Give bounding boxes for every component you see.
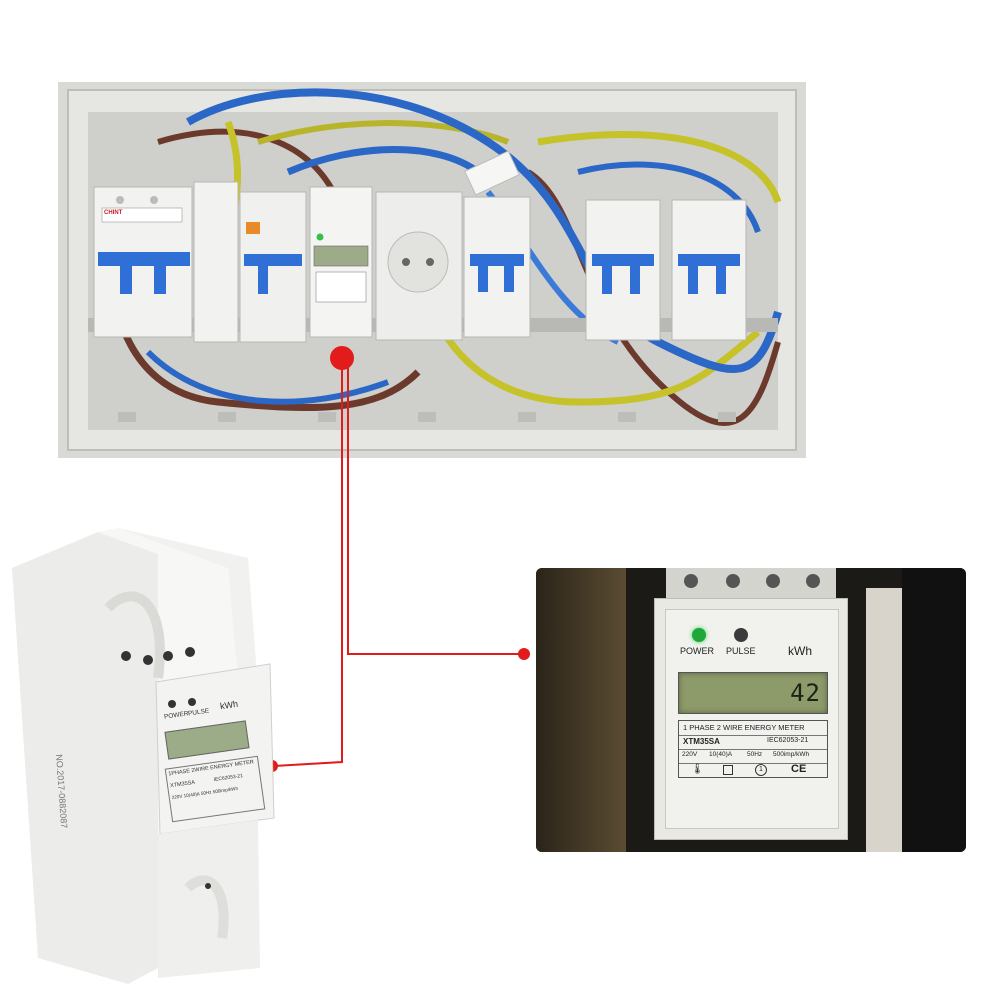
lcd-reading: 42 xyxy=(790,679,821,707)
power-led-icon xyxy=(692,628,706,642)
double-insulation-icon xyxy=(723,765,733,775)
distribution-box-photo xyxy=(58,82,806,458)
power-label: POWER xyxy=(680,646,715,656)
background-right-dark xyxy=(902,568,966,852)
class-mark: 1 xyxy=(755,764,767,776)
nameplate-standard: IEC62053-21 xyxy=(213,773,244,784)
callout-end-dot-closeup xyxy=(518,648,530,660)
terminal-strip xyxy=(666,568,836,598)
pulse-label: PULSE xyxy=(726,646,756,656)
nameplate-row-symbols: 🌡 1 CE xyxy=(679,763,827,777)
nameplate: 1 PHASE 2 WIRE ENERGY METER XTM35SA IEC6… xyxy=(678,720,828,778)
power-led-icon xyxy=(168,700,176,708)
lcd-display: 42 xyxy=(678,672,828,714)
ce-mark: CE xyxy=(791,763,807,775)
background-right-panel xyxy=(866,588,902,852)
nameplate-model: XTM35SA xyxy=(169,779,196,790)
unit-label: kWh xyxy=(788,644,812,658)
nameplate-row-model: XTM35SA IEC62053-21 xyxy=(679,735,827,750)
pulse-led-icon xyxy=(188,698,196,706)
background-left xyxy=(536,568,626,852)
nameplate-row-title: 1 PHASE 2 WIRE ENERGY METER xyxy=(679,721,827,736)
breaker-brand-label: CHINT xyxy=(104,210,123,216)
meter-body: POWER PULSE kWh 42 1 PHASE 2 WIRE ENERGY… xyxy=(654,598,848,840)
nameplate-ratings: 220V 10(40)A 50Hz 500imp/kWh xyxy=(171,785,239,801)
meter-face: POWER PULSE kWh 42 1 PHASE 2 WIRE ENERGY… xyxy=(665,609,839,829)
meter-closeup-photo: POWER PULSE kWh 42 1 PHASE 2 WIRE ENERGY… xyxy=(536,568,966,852)
meter-side-view: POWER PULSE kWh 1PHASE 2WIRE ENERGY METE… xyxy=(8,528,276,988)
pulse-led-icon xyxy=(734,628,748,642)
thermometer-icon: 🌡 xyxy=(691,764,704,775)
nameplate-row-ratings: 220V 10(40)A 50Hz 500imp/kWh xyxy=(679,749,827,764)
